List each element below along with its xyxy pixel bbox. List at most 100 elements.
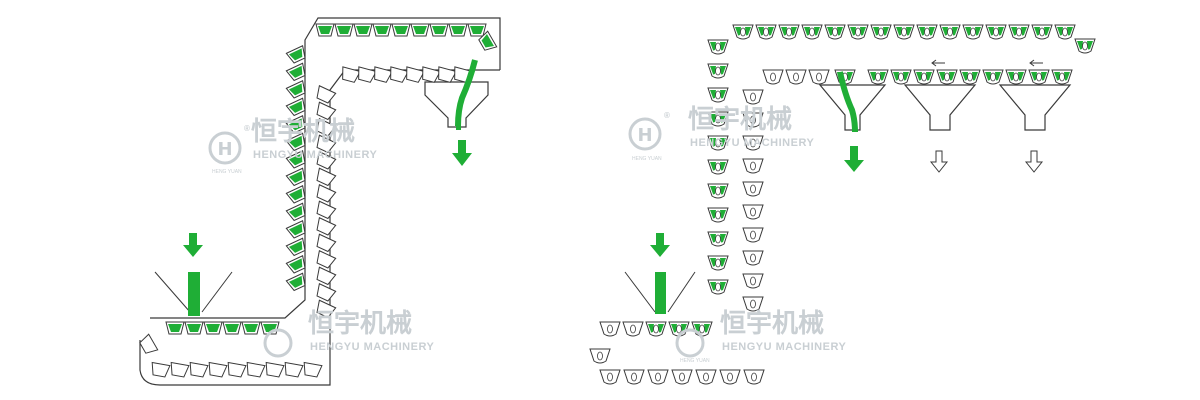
bucket [316, 85, 337, 104]
cup-bucket [867, 69, 889, 85]
cup-bucket [742, 250, 764, 266]
cup-bucket [1005, 69, 1027, 85]
bottom-feed-chute [154, 271, 233, 313]
bucket [316, 151, 337, 170]
watermark-left: H ® 恒宇机械 HENGYU MACHINERY HENG YUAN [208, 117, 377, 175]
bucket [448, 23, 468, 37]
registered-mark: ® [244, 124, 250, 133]
watermark-left-bottom: 恒宇机械 HENGYU MACHINERY [263, 309, 434, 358]
bucket [285, 272, 306, 292]
right-feed-chute [624, 271, 696, 313]
bucket [285, 115, 306, 134]
cup-bucket [870, 24, 892, 40]
brand-cn: 恒宇机械 [308, 309, 412, 339]
bucket [372, 23, 392, 37]
cup-bucket [916, 24, 938, 40]
cup-bucket [599, 369, 621, 385]
cup-bucket [707, 111, 729, 127]
bucket [284, 361, 304, 378]
cup-bucket [707, 207, 729, 223]
cup-bucket [985, 24, 1007, 40]
bucket [285, 150, 306, 169]
cup-bucket [893, 24, 915, 40]
bucket [285, 80, 306, 99]
top-discharge-hopper [424, 81, 489, 128]
bucket [391, 23, 411, 37]
brand-cn: 恒宇机械 [720, 309, 824, 339]
cup-bucket [742, 227, 764, 243]
bucket [316, 118, 337, 137]
watermark-right-bottom: 恒宇机械 HENGYU MACHINERY HENG YUAN [675, 309, 846, 364]
hollow-down-arrow-icon [929, 150, 949, 173]
bucket [151, 361, 171, 378]
cup-conveyor-right [589, 24, 1096, 385]
bucket [358, 66, 377, 83]
cup-bucket [742, 89, 764, 105]
brand-small: HENG YUAN [632, 156, 662, 162]
cup-bucket [801, 24, 823, 40]
cup-bucket [742, 135, 764, 151]
cup-bucket [743, 369, 765, 385]
cup-bucket [671, 369, 693, 385]
bucket [478, 30, 498, 51]
bucket [285, 255, 306, 274]
cup-bucket [707, 183, 729, 199]
bucket [265, 361, 285, 378]
bucket [184, 321, 204, 335]
bucket [353, 23, 373, 37]
bucket [438, 66, 457, 83]
bucket [316, 101, 337, 121]
cup-bucket [808, 69, 830, 85]
cup-bucket [742, 112, 764, 128]
cup-bucket [707, 159, 729, 175]
bucket [316, 184, 337, 203]
bucket [285, 237, 306, 257]
bucket [315, 23, 335, 37]
watermark-right: H ® 恒宇机械 HENGYU MACHINERY HENG YUAN [628, 105, 814, 162]
discharge-hopper-3 [998, 84, 1072, 131]
cup-bucket [939, 24, 961, 40]
bucket [285, 97, 306, 117]
right-inlet-product-stream [655, 272, 666, 314]
discharge-hopper-2 [903, 84, 977, 131]
bucket [316, 299, 337, 319]
green-down-arrow-icon [183, 233, 203, 257]
logo-letter: H [637, 125, 652, 146]
cup-bucket [589, 348, 611, 364]
cup-bucket [707, 279, 729, 295]
bucket [189, 361, 209, 378]
bucket [246, 361, 266, 378]
bucket [203, 321, 223, 335]
bucket [422, 66, 441, 83]
cup-bucket [1028, 69, 1050, 85]
cup-bucket [742, 158, 764, 174]
bucket [139, 333, 159, 354]
cup-bucket [1031, 24, 1053, 40]
cup-bucket [936, 69, 958, 85]
cup-bucket [959, 69, 981, 85]
cup-bucket [622, 321, 644, 337]
brand-cn: 恒宇机械 [251, 117, 355, 147]
green-down-arrow-icon [452, 140, 472, 166]
bucket [285, 220, 306, 239]
bucket [429, 23, 449, 37]
cup-bucket [719, 369, 741, 385]
bucket [316, 217, 337, 236]
cup-bucket [1074, 38, 1096, 54]
bucket [285, 132, 306, 152]
cup-bucket [707, 63, 729, 79]
cup-bucket [742, 204, 764, 220]
bucket [303, 361, 323, 378]
cup-bucket [707, 87, 729, 103]
left-bucket-chain [139, 23, 498, 378]
cup-bucket [707, 135, 729, 151]
cup-bucket [695, 369, 717, 385]
cup-bucket [847, 24, 869, 40]
right-discharge-stream [837, 71, 858, 133]
brand-small: HENG YUAN [680, 358, 710, 364]
brand-en: HENGYU MACHINERY [690, 137, 814, 149]
bucket [374, 66, 393, 83]
logo-icon [675, 328, 705, 358]
logo-icon [628, 117, 662, 151]
cup-bucket [785, 69, 807, 85]
